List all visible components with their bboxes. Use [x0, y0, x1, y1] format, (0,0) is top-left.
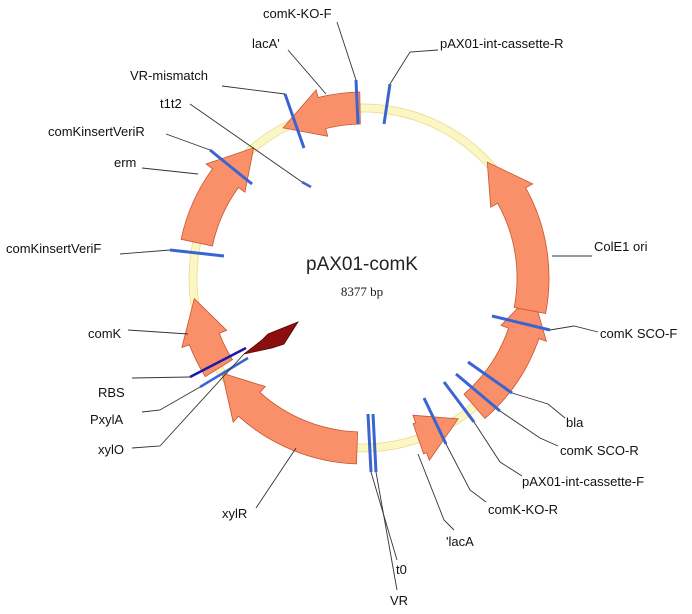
- leader-comKinsertVeriF: [119, 249, 171, 255]
- leader-comKinsertVeriR: [165, 133, 211, 151]
- label-erm: erm: [114, 155, 136, 170]
- leader-pAX01-int-cassette-F: [473, 421, 523, 477]
- leader-pAX01-int-cassette-R: [389, 49, 439, 85]
- leader-comK-KO-F: [336, 21, 357, 81]
- leader-erm: [141, 167, 199, 175]
- mark-RBS: [189, 346, 247, 379]
- leader-RBS: [131, 376, 191, 379]
- mark-comK-SCO-R: [455, 372, 501, 413]
- label-lacA-left: 'lacA: [446, 534, 474, 549]
- label-comKinsertVeriR: comKinsertVeriR: [48, 124, 145, 139]
- mark-comK-SCO-F: [491, 314, 551, 332]
- leader-lacA-prime: [287, 49, 327, 95]
- leader-bla: [511, 392, 566, 419]
- leader-lines: [119, 21, 599, 591]
- label-comK-SCO-R: comK SCO-R: [560, 443, 639, 458]
- mark-t1t2: [301, 180, 312, 189]
- mark-bla: [467, 360, 513, 395]
- feature-arrow-xylR: [221, 372, 359, 465]
- plasmid-size: 8377 bp: [341, 284, 383, 299]
- leader-comK-SCO-F: [549, 325, 599, 333]
- leader-lacA-left: [417, 453, 455, 531]
- feature-arrow-cole1-ori: [486, 161, 550, 314]
- leader-comK: [127, 329, 189, 335]
- mark-comK-KO-F: [354, 79, 360, 125]
- label-pAX01-int-cassette-R: pAX01-int-cassette-R: [440, 36, 564, 51]
- label-RBS: RBS: [98, 385, 125, 400]
- feature-arrows: [180, 88, 550, 465]
- site-marks: [169, 79, 551, 473]
- feature-arrow-erm: [180, 147, 255, 247]
- feature-arrow-comK: [181, 297, 233, 378]
- label-PxylA: PxylA: [90, 412, 124, 427]
- promoter-arrow-xylO: [243, 321, 300, 355]
- leader-xylO: [131, 353, 245, 449]
- label-lacA-prime: lacA': [252, 36, 280, 51]
- label-VR-mismatch: VR-mismatch: [130, 68, 208, 83]
- mark-pAX01-int-cassette-F: [442, 381, 476, 423]
- label-comK-SCO-F: comK SCO-F: [600, 326, 677, 341]
- mark-comKinsertVeriF: [169, 248, 225, 258]
- mark-PxylA: [199, 356, 249, 389]
- label-xylR: xylR: [222, 506, 247, 521]
- label-pAX01-int-cassette-F: pAX01-int-cassette-F: [522, 474, 644, 489]
- feature-arrow-lacA-prime: [282, 88, 361, 137]
- leader-PxylA: [141, 386, 201, 413]
- mark-t0: [366, 413, 373, 473]
- leader-VR-mismatch: [221, 85, 286, 95]
- label-t1t2: t1t2: [160, 96, 182, 111]
- mark-pAX01-int-cassette-R: [382, 83, 392, 125]
- leader-VR: [375, 471, 398, 591]
- label-xylO: xylO: [98, 442, 124, 457]
- label-comK: comK: [88, 326, 122, 341]
- mark-comK-KO-R: [422, 397, 448, 445]
- label-t0: t0: [396, 562, 407, 577]
- mark-VR-mismatch: [283, 93, 306, 149]
- label-comK-KO-F: comK-KO-F: [263, 6, 332, 21]
- label-ColE1-ori: ColE1 ori: [594, 239, 648, 254]
- leader-t1t2: [189, 103, 303, 183]
- label-comK-KO-R: comK-KO-R: [488, 502, 558, 517]
- leader-xylR: [255, 447, 297, 509]
- label-bla: bla: [566, 415, 584, 430]
- label-VR: VR: [390, 593, 408, 608]
- mark-VR: [371, 413, 378, 473]
- plasmid-name: pAX01-comK: [306, 254, 418, 275]
- mark-comKinsertVeriR: [209, 148, 253, 186]
- label-comKinsertVeriF: comKinsertVeriF: [6, 241, 101, 256]
- leader-comK-KO-R: [445, 443, 487, 503]
- map-labels: comK-KO-F lacA' pAX01-int-cassette-R VR-…: [6, 6, 677, 608]
- leader-comK-SCO-R: [499, 410, 559, 447]
- feature-arrow-lacA-left: [412, 414, 459, 462]
